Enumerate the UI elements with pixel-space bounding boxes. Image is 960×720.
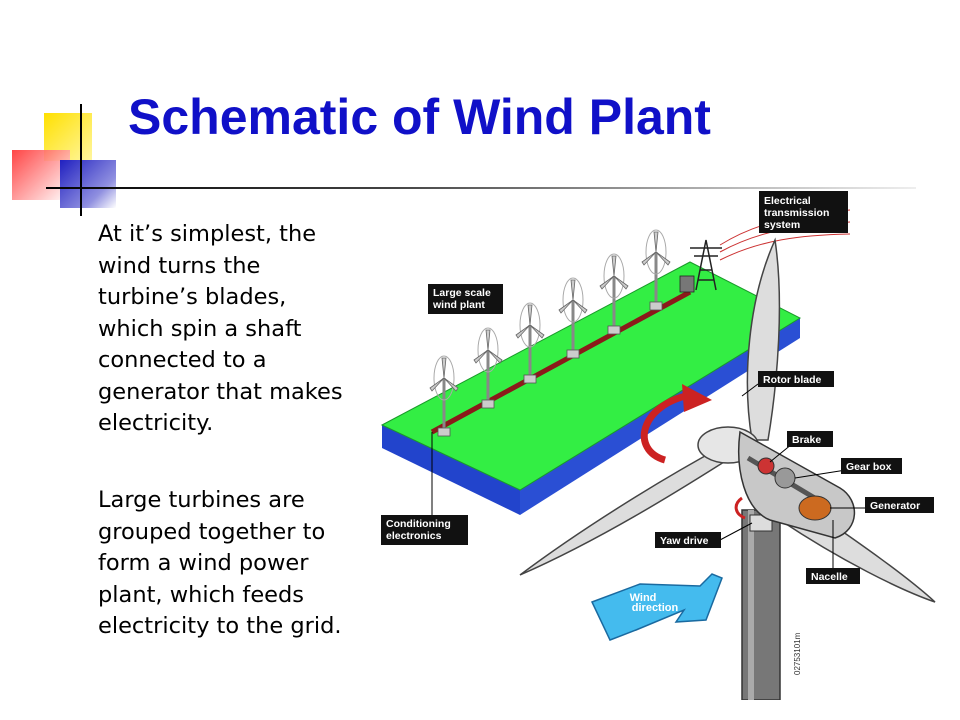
label-brake: Brake xyxy=(787,431,833,447)
rotation-arrow-large xyxy=(640,391,691,464)
label-conditioning-electronics: Conditioning electronics xyxy=(381,515,468,545)
wind-direction-arrow xyxy=(590,573,723,641)
gearbox-part xyxy=(774,467,796,489)
svg-text:wind plant: wind plant xyxy=(432,299,485,311)
rotor-blade-lower-left xyxy=(519,444,737,576)
svg-text:Yaw drive: Yaw drive xyxy=(660,535,709,547)
svg-text:Generator: Generator xyxy=(870,500,920,512)
svg-text:electronics: electronics xyxy=(386,530,442,542)
label-gear-box: Gear box xyxy=(841,458,902,474)
transmission-tower xyxy=(679,239,722,293)
yaw-rotation-arrow xyxy=(734,496,746,520)
leader-lines xyxy=(719,383,868,580)
label-electrical-transmission: Electrical transmission system xyxy=(759,191,848,233)
wind-direction-label-1: Wind xyxy=(630,592,657,604)
power-cable xyxy=(430,289,692,435)
svg-text:Conditioning: Conditioning xyxy=(386,518,451,530)
ground-top xyxy=(380,261,802,491)
svg-text:Nacelle: Nacelle xyxy=(811,571,848,583)
svg-text:Large scale: Large scale xyxy=(433,287,491,299)
generator-part xyxy=(798,495,832,521)
diagram-code: 02753101m xyxy=(793,632,802,675)
body-paragraph-2: Large turbines are grouped together to f… xyxy=(98,487,342,639)
label-rotor-blade: Rotor blade xyxy=(758,371,834,387)
rotation-arrow-large-head xyxy=(682,384,712,412)
svg-text:system: system xyxy=(764,219,800,231)
svg-text:transmission: transmission xyxy=(764,207,829,219)
rotor-blade-upper xyxy=(746,237,781,441)
body-paragraph-1: At it’s simplest, the wind turns the tur… xyxy=(98,221,343,436)
svg-text:Electrical: Electrical xyxy=(764,195,811,207)
tower-highlight xyxy=(748,510,754,700)
slide-title: Schematic of Wind Plant xyxy=(128,89,711,145)
label-nacelle: Nacelle xyxy=(806,568,860,584)
small-turbine xyxy=(515,302,545,384)
decor-vertical-line xyxy=(80,104,82,216)
wind-direction-label-2: direction xyxy=(632,602,679,614)
decor-square-blue xyxy=(60,160,116,208)
label-generator: Generator xyxy=(865,497,934,513)
wind-plant-diagram: Wind direction Electrical transmission s… xyxy=(380,191,936,700)
label-large-scale-wind-plant: Large scale wind plant xyxy=(428,284,503,314)
decor-horizontal-line xyxy=(46,187,916,189)
svg-text:Gear box: Gear box xyxy=(846,461,892,473)
small-turbine xyxy=(558,277,588,359)
label-yaw-drive: Yaw drive xyxy=(655,532,721,548)
svg-text:Rotor blade: Rotor blade xyxy=(763,374,821,386)
small-turbine xyxy=(641,229,671,311)
large-turbine-tower xyxy=(741,509,781,700)
svg-text:Brake: Brake xyxy=(792,434,821,446)
small-turbine xyxy=(429,355,459,437)
ground-side-right xyxy=(520,318,800,515)
small-turbine xyxy=(599,253,629,335)
small-turbine xyxy=(473,327,503,409)
